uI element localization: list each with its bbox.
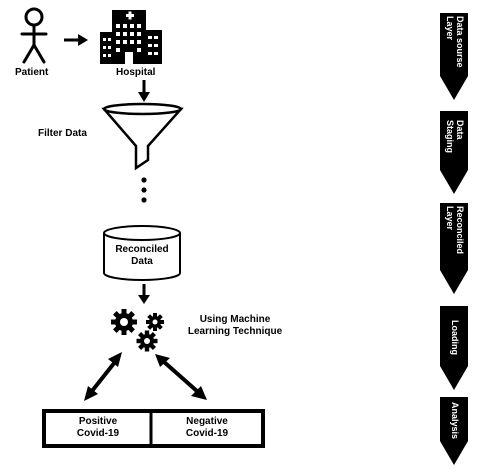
stage-analysis-label: Analysis	[450, 402, 460, 439]
ml-technique-line-2: Learning Technique	[187, 326, 283, 337]
gears-icon	[111, 309, 164, 352]
negative-line-1: Negative	[186, 416, 228, 427]
arrow-patient-to-hospital	[64, 34, 88, 46]
hospital-label: Hospital	[116, 67, 156, 78]
patient-label: Patient	[15, 67, 49, 78]
double-arrow-to-negative	[155, 354, 207, 400]
stage-4-line-1: Loading	[450, 320, 460, 355]
stage-2-line-2: Staging	[445, 120, 455, 153]
negative-result: Negative Covid-19	[153, 416, 261, 440]
positive-line-1: Positive	[78, 416, 118, 427]
person-icon	[20, 7, 48, 64]
reconciled-data-line-2: Data	[131, 256, 153, 267]
double-arrow-to-positive	[84, 352, 122, 401]
stage-loading-label: Loading	[450, 320, 460, 355]
arrow-hospital-to-funnel	[138, 80, 150, 102]
stage-1-line-1: Data sourse	[455, 16, 465, 68]
stage-reconciled-label: Reconciled Layer	[445, 206, 465, 254]
negative-line-2: Covid-19	[185, 428, 229, 439]
ml-technique-line-1: Using Machine	[199, 314, 271, 325]
stage-data-source-label: Data sourse Layer	[445, 16, 465, 68]
funnel-icon	[101, 102, 184, 171]
positive-result: Positive Covid-19	[46, 416, 150, 440]
stage-data-staging-label: Data Staging	[445, 120, 465, 153]
stage-3-line-1: Reconciled	[455, 206, 465, 255]
filter-data-label: Filter Data	[38, 128, 87, 139]
database-cylinder-icon	[103, 225, 181, 281]
arrow-data-to-gears	[138, 284, 150, 304]
results-box	[42, 409, 265, 448]
stage-shapes	[440, 13, 468, 465]
stage-1-line-2: Layer	[445, 16, 455, 41]
positive-line-2: Covid-19	[76, 428, 120, 439]
stage-3-line-2: Layer	[445, 206, 455, 231]
reconciled-data-line-1: Reconciled	[115, 244, 169, 255]
stage-5-line-1: Analysis	[450, 402, 460, 440]
reconciled-data-label: Reconciled Data	[104, 244, 180, 268]
continuation-dots	[141, 177, 147, 203]
stage-2-line-1: Data	[455, 120, 465, 140]
hospital-building-icon	[100, 10, 162, 64]
ml-technique-label: Using Machine Learning Technique	[172, 314, 298, 338]
